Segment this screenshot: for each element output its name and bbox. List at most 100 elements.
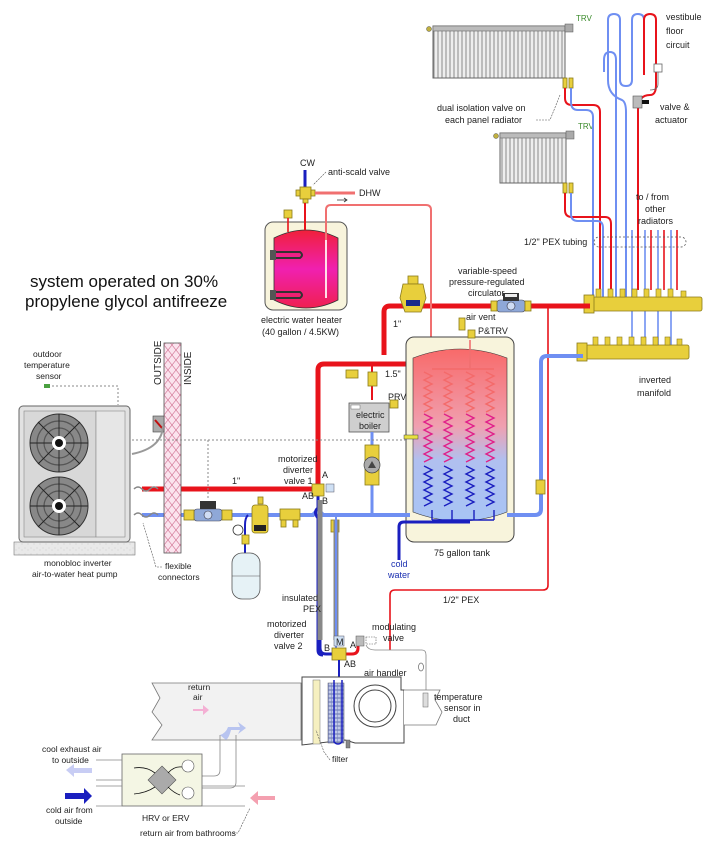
tank-sensor-icon — [403, 434, 419, 440]
radiator-upper-return-pipe — [570, 88, 594, 300]
valve-actuator-label-1: valve & — [660, 102, 690, 112]
isolation-valve-icon — [562, 77, 568, 89]
cold-air-in-arrow — [65, 788, 92, 804]
expansion-tank — [231, 552, 261, 600]
diverter2-motor-label: M — [336, 637, 344, 647]
bath-return-label: return air from bathrooms — [140, 828, 236, 838]
modulating-valve-icon — [355, 635, 365, 647]
hrv-label: HRV or ERV — [142, 813, 190, 823]
radiator-lower-supply-pipe — [564, 193, 612, 290]
outdoor-sensor-label-1: outdoor — [33, 349, 62, 359]
trv-label-lower: TRV — [578, 122, 595, 131]
other-radiators-label-3: radiators — [638, 216, 674, 226]
hrv-outside-ducts — [96, 759, 122, 807]
air-handler — [301, 676, 405, 749]
trv-icon — [565, 130, 575, 140]
diverter1-port-b-label: B — [322, 496, 328, 506]
exterior-wall — [163, 342, 182, 554]
wall-outside-label: OUTSIDE — [153, 340, 164, 385]
floor-circuit-label-3: circuit — [666, 40, 690, 50]
return-from-manifold — [507, 354, 583, 517]
heat-pump-label-2: air-to-water heat pump — [32, 569, 118, 579]
pex-tubing-label: 1/2" PEX tubing — [524, 237, 587, 247]
exhaust-air-label-1: cool exhaust air — [42, 744, 102, 754]
tank-label: 75 gallon tank — [434, 548, 491, 558]
water-heater-label-2: (40 gallon / 4.5KW) — [262, 327, 339, 337]
flex-connectors-label-1: flexible — [165, 561, 192, 571]
flex-connectors-label-2: connectors — [158, 572, 200, 582]
fresh-air-to-ducts-arrow — [220, 722, 246, 740]
diverter2-label-3: valve 2 — [274, 641, 303, 651]
prv-label: PRV — [388, 392, 406, 402]
return-air-arrow — [193, 705, 209, 715]
tp-relief-valve-icon — [283, 209, 293, 219]
return-duct — [151, 682, 302, 741]
dual-isolation-label-1: dual isolation valve on — [437, 103, 526, 113]
outdoor-sensor-icon — [44, 384, 50, 388]
pipe-size-1in-main: 1" — [232, 476, 240, 486]
diverter-valve-1 — [311, 483, 335, 497]
prv-icon — [389, 399, 399, 409]
supply-main-1in — [381, 303, 590, 355]
flex-connector-supply — [133, 486, 159, 492]
floor-circuit-supply — [637, 12, 657, 290]
floor-circuit-label-1: vestibule — [666, 12, 702, 22]
heat-pump-unit — [13, 405, 136, 556]
trv-label-upper: TRV — [576, 14, 593, 23]
pex-half-label: 1/2" PEX — [443, 595, 479, 605]
air-vent-icon — [458, 317, 466, 331]
variable-speed-circulator — [490, 293, 532, 313]
pex-tubing-bundle — [593, 236, 687, 248]
hrv-unit — [121, 753, 203, 807]
pressure-gauge-icon — [232, 524, 244, 536]
dirt-separator — [251, 496, 269, 534]
floor-circuit-loop — [607, 12, 627, 87]
valve-actuator-icon — [325, 483, 335, 493]
hp-return-line — [142, 509, 410, 517]
exhaust-air-arrow — [66, 764, 92, 777]
air-handler-label: air handler — [364, 668, 407, 678]
floor-circuit-label-2: floor — [666, 26, 684, 36]
diverter1-label-1: motorized — [278, 454, 318, 464]
outdoor-sensor-label-2: temperature — [24, 360, 70, 370]
diverter2-port-a: A — [350, 640, 356, 650]
cold-water-label-1: cold — [391, 559, 408, 569]
other-radiators-label-2: other — [645, 204, 666, 214]
air-separator — [399, 275, 427, 313]
circulator-label-3: circulator — [468, 288, 505, 298]
air-vent-label: air vent — [466, 312, 496, 322]
pipe-size-1-5in: 1.5" — [385, 369, 401, 379]
temp-sensor-label-3: duct — [453, 714, 471, 724]
water-heater-label-1: electric water heater — [261, 315, 342, 325]
thermostat-icon — [653, 63, 663, 73]
outdoor-sensor-wire — [48, 385, 119, 405]
cw-label: CW — [300, 158, 315, 168]
hrv-bath-return-duct — [202, 785, 245, 807]
diverter2-label-1: motorized — [267, 619, 307, 629]
boiler-valves — [345, 369, 378, 387]
cold-air-label-2: outside — [55, 816, 83, 826]
panel-radiator-upper — [426, 23, 574, 89]
supply-manifold — [583, 288, 703, 314]
dhw-flow-arrow — [337, 197, 348, 203]
electric-boiler — [348, 402, 390, 433]
buffer-tank-75gal — [405, 336, 515, 543]
diverter1-label-2: diverter — [283, 465, 313, 475]
cold-water-inlet — [397, 520, 470, 560]
radiator-upper-supply-pipe — [564, 88, 601, 290]
wall-inside-label: INSIDE — [183, 351, 194, 385]
zone-valve-actuator-icon — [632, 95, 643, 109]
manifold-label-1: inverted — [639, 375, 671, 385]
modulating-valve-label-1: modulating — [372, 622, 416, 632]
dhw-loop-to-tank — [325, 204, 432, 365]
pipe-size-1in-riser: 1" — [393, 319, 401, 329]
glycol-note-line2: propylene glycol antifreeze — [25, 292, 227, 311]
manifold-label-2: manifold — [637, 388, 671, 398]
circulator-label-2: pressure-regulated — [449, 277, 525, 287]
supply-header-1-5in — [315, 361, 412, 490]
fill-valves — [279, 508, 301, 528]
duct-temp-sensor-icon — [422, 692, 429, 708]
hp-circulator — [183, 501, 233, 522]
diverter1-port-a: A — [322, 470, 328, 480]
concrete-pad — [13, 541, 136, 556]
